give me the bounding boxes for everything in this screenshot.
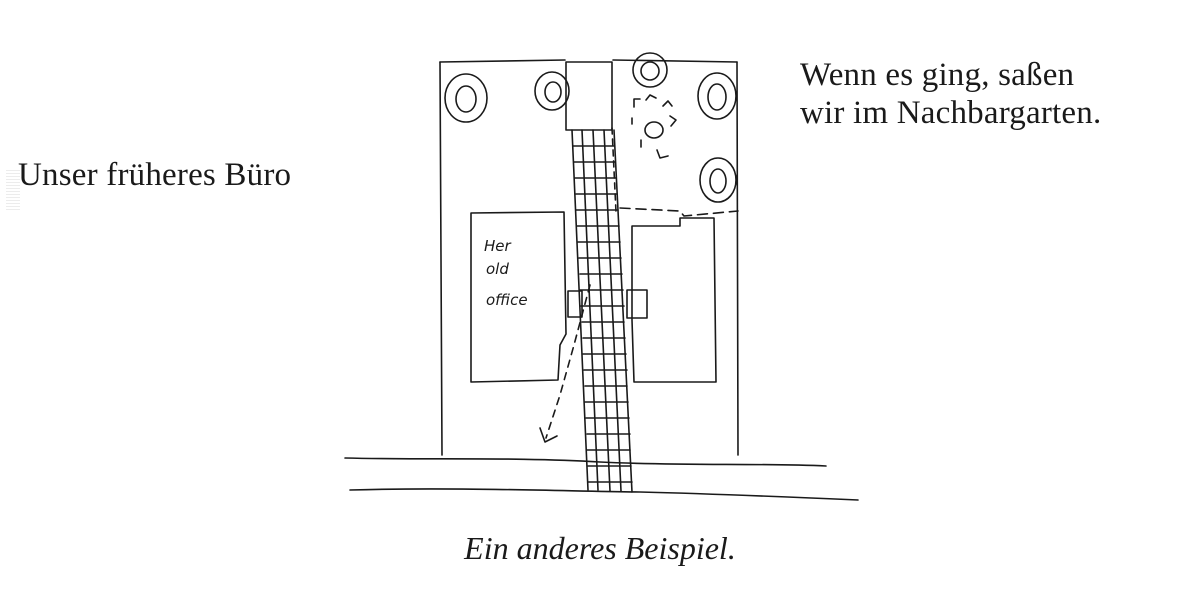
right-label-line-1: Wenn es ging, saßen [800, 57, 1075, 93]
street-lines [344, 457, 859, 501]
handwritten-note: Her old office [484, 237, 528, 309]
note-line-3: office [486, 291, 528, 309]
scan-speckle [6, 170, 20, 210]
right-label-line-2: wir im Nachbargarten. [800, 95, 1102, 131]
note-line-2: old [486, 260, 509, 278]
tree-icon [699, 157, 737, 203]
lot-outline [439, 59, 739, 456]
figure-caption: Ein anderes Beispiel. [464, 530, 736, 566]
path-grid-lines [572, 129, 633, 492]
tree-icon [444, 73, 488, 123]
left-label: Unser früheres Büro [18, 157, 292, 193]
tree-icon [534, 71, 570, 111]
tree-icon [697, 72, 737, 120]
garden-boundary [611, 127, 739, 217]
tree-icons [444, 52, 737, 203]
old-office-building [470, 211, 583, 383]
note-line-1: Her [484, 237, 512, 255]
table-and-chairs-icon [631, 94, 677, 159]
neighbour-building [626, 217, 717, 383]
route-arrow-icon [539, 284, 591, 443]
right-label: Wenn es ging, saßen wir im Nachbargarten… [800, 56, 1101, 132]
paved-path [565, 61, 633, 493]
tree-icon [632, 52, 668, 88]
